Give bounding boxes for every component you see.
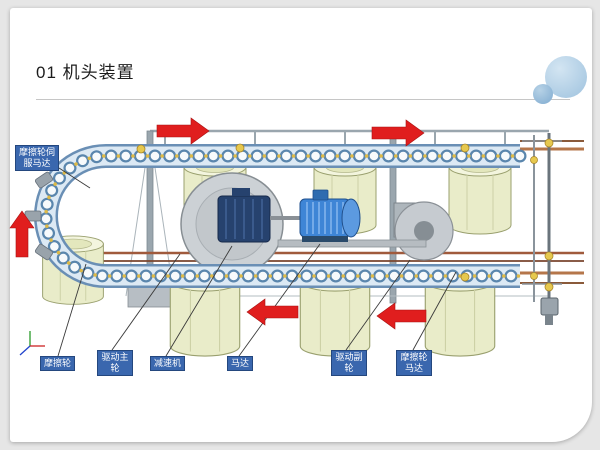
bubble-circle-small-icon: [533, 84, 553, 104]
label-drive-sub-wheel: 驱动副轮: [331, 350, 367, 376]
leader-lines: [57, 167, 457, 357]
reducer-gearbox-part: [217, 188, 302, 243]
label-drive-main-wheel: 驱动主轮: [97, 350, 133, 376]
page-title: 01 机头装置: [36, 63, 135, 82]
flow-arrow-right-top-left: [156, 117, 210, 145]
label-friction-wheel-motor: 摩擦轮马达: [396, 350, 432, 376]
drive-sub-wheel-part: [393, 201, 454, 261]
label-friction-wheel: 摩擦轮: [40, 356, 76, 371]
label-friction-wheel-servo-motor: 摩擦轮伺服马达: [15, 145, 59, 171]
flow-arrows: [9, 117, 427, 330]
axis-triad-icon: [19, 331, 45, 356]
friction-servo-motors: [24, 171, 54, 261]
label-motor: 马达: [227, 356, 254, 371]
label-reducer: 减速机: [150, 356, 186, 371]
title-divider: [36, 99, 570, 100]
drive-motor-part: [299, 189, 361, 242]
flow-arrow-left-bottom-right: [376, 302, 427, 330]
yellow-fittings: [136, 138, 554, 292]
flow-arrow-right-top-right: [371, 119, 425, 147]
machine-base-plate: [277, 239, 427, 248]
flow-arrow-left-bottom-center: [246, 298, 299, 326]
flow-arrow-up-left: [9, 210, 35, 258]
